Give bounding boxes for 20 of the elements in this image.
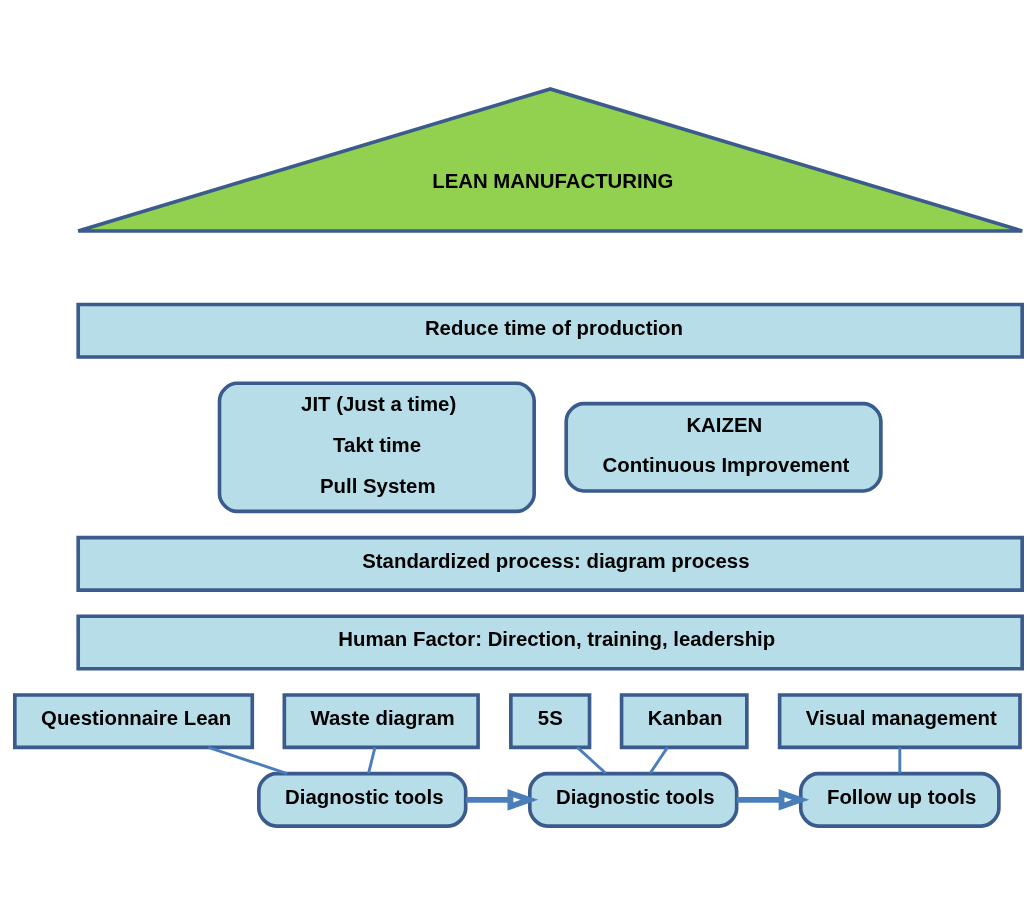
node-box: Waste diagram	[282, 693, 480, 750]
node-box: Reduce time of production	[75, 302, 1024, 359]
arrow	[465, 789, 538, 811]
connector	[207, 746, 288, 775]
node-box: Diagnostic tools	[527, 771, 738, 828]
node-box: Follow up tools	[798, 771, 1001, 828]
node-box: Kanban	[619, 693, 749, 750]
node-box: Questionnaire Lean	[12, 693, 254, 750]
node-box: Visual management	[777, 693, 1022, 750]
arrow	[736, 789, 809, 811]
connector	[897, 747, 901, 774]
node-box: 5S	[508, 693, 591, 750]
node-box: Diagnostic tools	[256, 771, 467, 828]
node-box: Standardized process: diagram process	[75, 535, 1024, 592]
node-box: JIT (Just a time) Takt time Pull System	[217, 381, 536, 514]
node-box: KAIZEN Continuous Improvement	[563, 401, 883, 493]
connector	[575, 746, 607, 775]
node-box: Human Factor: Direction, training, leadership	[75, 614, 1024, 671]
connector	[366, 747, 376, 774]
connector	[648, 746, 669, 775]
